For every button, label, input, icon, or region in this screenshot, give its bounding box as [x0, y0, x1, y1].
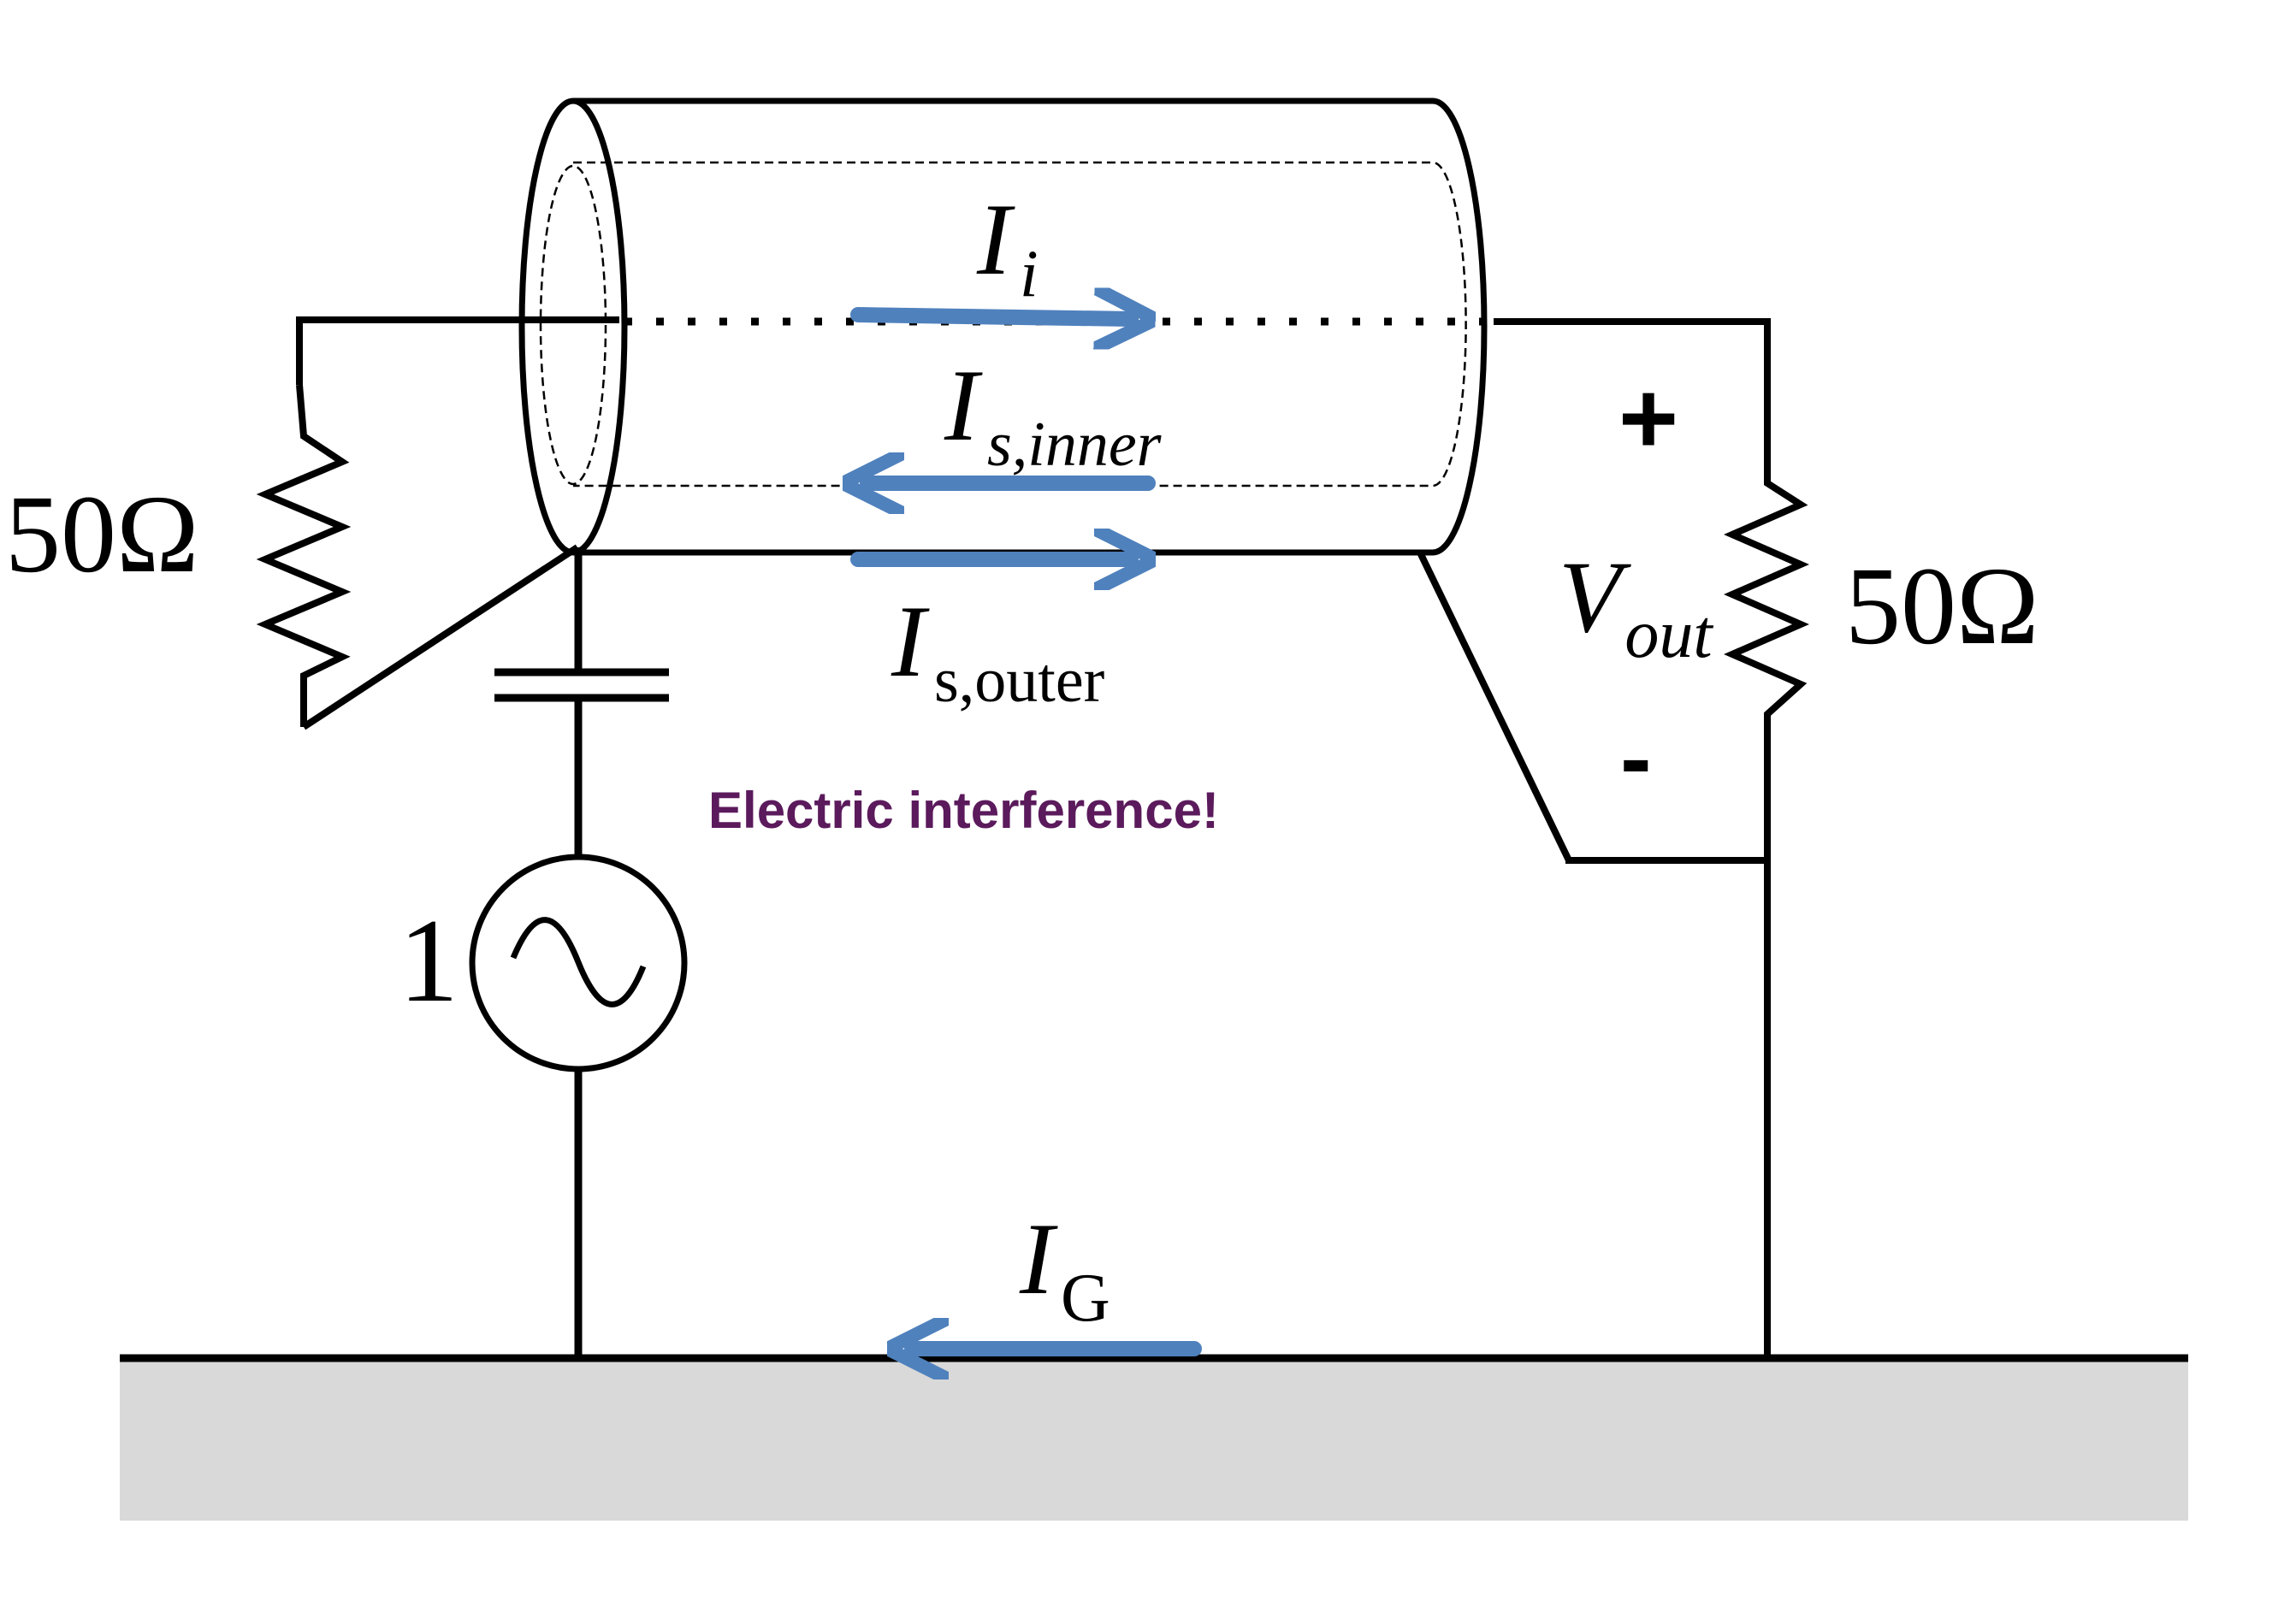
- current-arrows: [850, 315, 1202, 1349]
- label-vout-sub: out: [1624, 597, 1713, 672]
- interference-label: Electric interference!: [708, 782, 1219, 839]
- capacitor: [494, 547, 669, 857]
- label-vout: Vout: [1559, 540, 1713, 672]
- label-current-shield-outer-sub: s,outer: [934, 646, 1104, 716]
- label-current-shield-inner-sub: s,inner: [987, 410, 1163, 480]
- ac-source: [469, 854, 688, 1358]
- plus-sign: +: [1618, 361, 1678, 476]
- label-vout-main: V: [1559, 540, 1631, 653]
- label-current-inner-sub: i: [1020, 236, 1039, 310]
- source-value-label: 1: [399, 895, 459, 1027]
- label-current-shield-inner-main: I: [944, 348, 983, 462]
- left-resistor: [256, 316, 619, 730]
- resistor-right-label: 50Ω: [1845, 545, 2039, 668]
- label-current-shield-outer-main: I: [891, 584, 930, 698]
- ground-plane: [120, 1358, 2188, 1521]
- minus-sign: -: [1620, 706, 1652, 811]
- label-current-ground-sub: G: [1061, 1261, 1110, 1336]
- arrow-inner-current: [850, 315, 1131, 319]
- resistor-left-label: 50Ω: [5, 473, 199, 596]
- right-wiring: [1417, 318, 1809, 1358]
- label-current-inner-main: I: [976, 182, 1015, 296]
- label-current-ground-main: I: [1019, 1202, 1058, 1315]
- coax-cable: [518, 97, 1488, 556]
